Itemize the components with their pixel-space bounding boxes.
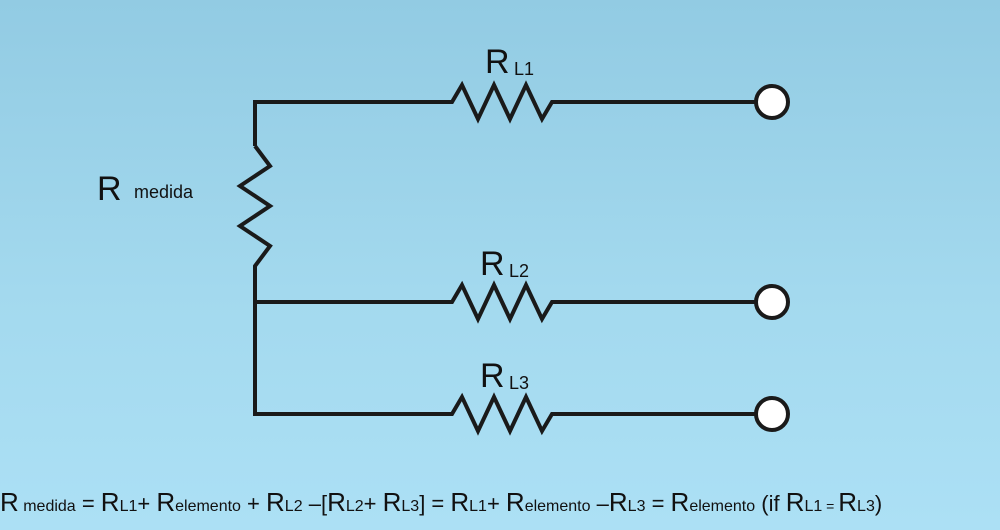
label-rl3: R L3 [480, 357, 529, 395]
formula-r-element: Relemento [505, 487, 591, 517]
resistor-rl1-zigzag [432, 80, 557, 124]
formula-rl2: RL2 [327, 487, 364, 517]
formula-rl1: RL1 [450, 487, 487, 517]
resistor-rl3-zigzag [432, 392, 557, 436]
formula-rl1: RL1 [100, 487, 138, 517]
measured-resistance-formula: R medida = RL1+ Relemento + RL2 –[RL2+ R… [0, 487, 883, 517]
label-r-measured: R medida [97, 170, 194, 208]
resistor-rl2-zigzag [432, 280, 557, 324]
terminal-2 [754, 284, 790, 320]
formula-rl3: RL3 [382, 487, 420, 517]
label-rl2: R L2 [480, 245, 529, 283]
formula-rl3: RL3 [838, 487, 875, 517]
formula-rl2: RL2 [266, 487, 303, 517]
formula-r-element: Relemento [156, 487, 241, 517]
formula-r-measured: R medida [0, 487, 76, 517]
formula-r-element: Relemento [670, 487, 756, 517]
formula-rl1: RL1 [785, 487, 823, 517]
formula-rl3: RL3 [608, 487, 646, 517]
resistor-r-measured-zigzag [236, 144, 274, 270]
terminal-3 [754, 396, 790, 432]
terminal-1 [754, 84, 790, 120]
label-rl1: R L1 [485, 43, 534, 81]
wire-top-branch [253, 100, 432, 146]
